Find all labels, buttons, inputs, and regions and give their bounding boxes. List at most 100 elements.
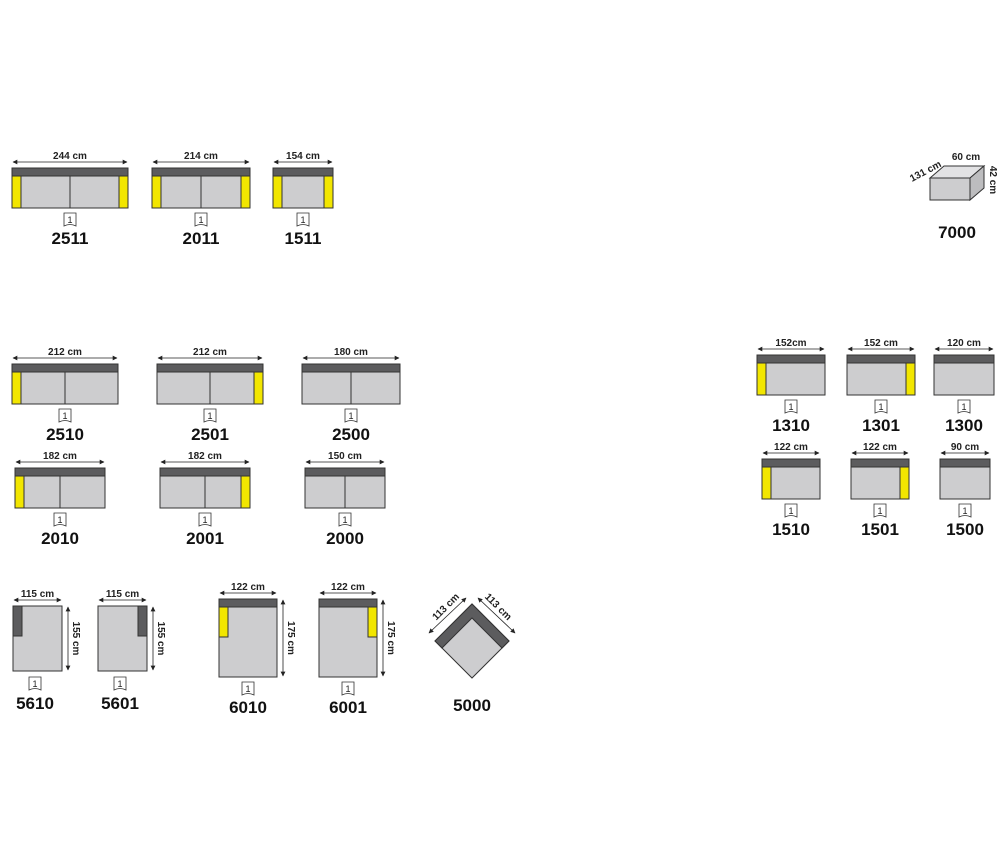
module-code: 1300 bbox=[945, 416, 983, 435]
seat-count-label: 1 bbox=[345, 684, 350, 694]
seat-count-label: 1 bbox=[117, 679, 122, 689]
seat-count-label: 1 bbox=[342, 515, 347, 525]
armrest-left bbox=[761, 466, 772, 500]
backrest bbox=[14, 467, 106, 477]
module-2501: 212 cm 1 2501 bbox=[156, 347, 264, 444]
seat-count-label: 1 bbox=[62, 411, 67, 421]
dimension-label: 122 cm bbox=[331, 582, 365, 593]
module-code: 2010 bbox=[41, 529, 79, 548]
dimension-label: 122 cm bbox=[774, 442, 808, 453]
module-code: 7000 bbox=[938, 223, 976, 242]
module-code: 5610 bbox=[16, 694, 54, 713]
seat-count-label: 1 bbox=[300, 215, 305, 225]
dimension-label: 212 cm bbox=[193, 347, 227, 358]
module-code: 1510 bbox=[772, 520, 810, 539]
backrest bbox=[11, 167, 129, 177]
seat-count-tag bbox=[58, 408, 72, 423]
backrest bbox=[850, 458, 910, 468]
dimension-label: 90 cm bbox=[951, 442, 979, 453]
backrest bbox=[761, 458, 821, 468]
backrest bbox=[12, 605, 23, 637]
armrest-left bbox=[756, 362, 767, 396]
seat-count-label: 1 bbox=[67, 215, 72, 225]
dimension-label: 42 cm bbox=[987, 166, 998, 194]
module-code: 1501 bbox=[861, 520, 899, 539]
dimension-label: 182 cm bbox=[43, 451, 77, 462]
module-code: 2511 bbox=[52, 229, 89, 248]
dimension-label: 155 cm bbox=[70, 622, 81, 656]
seat bbox=[318, 598, 378, 678]
seat-count-tag bbox=[194, 212, 208, 227]
seat-count-label: 1 bbox=[962, 506, 967, 516]
module-code: 5601 bbox=[101, 694, 139, 713]
seat-count-tag bbox=[784, 503, 798, 518]
seat-count-tag bbox=[344, 408, 358, 423]
module-code: 2501 bbox=[191, 425, 229, 444]
armrest-right bbox=[905, 362, 916, 396]
dimension-label: 244 cm bbox=[53, 151, 87, 162]
backrest bbox=[846, 354, 916, 364]
armrest-left bbox=[14, 475, 25, 509]
pouf-front bbox=[929, 177, 971, 201]
module-code: 6010 bbox=[229, 698, 267, 717]
seat-count-label: 1 bbox=[245, 684, 250, 694]
armrest-right bbox=[118, 175, 129, 209]
seat-count-label: 1 bbox=[198, 215, 203, 225]
armrest-left bbox=[11, 175, 22, 209]
dimension-label: 152cm bbox=[775, 338, 806, 349]
seat-count-label: 1 bbox=[57, 515, 62, 525]
dimension-label: 180 cm bbox=[334, 347, 368, 358]
seat-count-label: 1 bbox=[877, 506, 882, 516]
backrest bbox=[156, 363, 264, 373]
seat-count-label: 1 bbox=[961, 402, 966, 412]
seat-count-tag bbox=[957, 399, 971, 414]
backrest bbox=[301, 363, 401, 373]
backrest bbox=[151, 167, 251, 177]
seat-count-tag bbox=[203, 408, 217, 423]
dimension-label: 155 cm bbox=[155, 622, 166, 656]
module-code: 1500 bbox=[946, 520, 984, 539]
armrest-left bbox=[11, 371, 22, 405]
seat-count-tag bbox=[296, 212, 310, 227]
module-code: 2001 bbox=[186, 529, 224, 548]
armrest bbox=[367, 606, 378, 638]
dimension-line bbox=[477, 597, 516, 634]
dimension-label: 115 cm bbox=[21, 589, 54, 600]
armrest-right bbox=[899, 466, 910, 500]
dimension-label: 214 cm bbox=[184, 151, 218, 162]
module-5601: 115 cm 155 cm 1 5601 bbox=[97, 589, 166, 713]
backrest bbox=[304, 467, 386, 477]
module-code: 2500 bbox=[332, 425, 370, 444]
armrest bbox=[218, 606, 229, 638]
backrest bbox=[272, 167, 334, 177]
backrest bbox=[218, 598, 278, 608]
backrest bbox=[756, 354, 826, 364]
dimension-label: 154 cm bbox=[286, 151, 320, 162]
module-2511: 244 cm 1 2511 bbox=[11, 151, 129, 248]
seat-count-tag bbox=[873, 503, 887, 518]
backrest bbox=[318, 598, 378, 608]
backrest bbox=[933, 354, 995, 364]
seat-count-label: 1 bbox=[207, 411, 212, 421]
module-code: 1310 bbox=[772, 416, 810, 435]
backrest bbox=[939, 458, 991, 468]
dimension-label: 150 cm bbox=[328, 451, 362, 462]
dimension-label: 175 cm bbox=[285, 621, 296, 655]
backrest bbox=[137, 605, 148, 637]
seat-count-tag bbox=[958, 503, 972, 518]
dimension-label: 115 cm bbox=[106, 589, 139, 600]
seat-count-tag bbox=[784, 399, 798, 414]
